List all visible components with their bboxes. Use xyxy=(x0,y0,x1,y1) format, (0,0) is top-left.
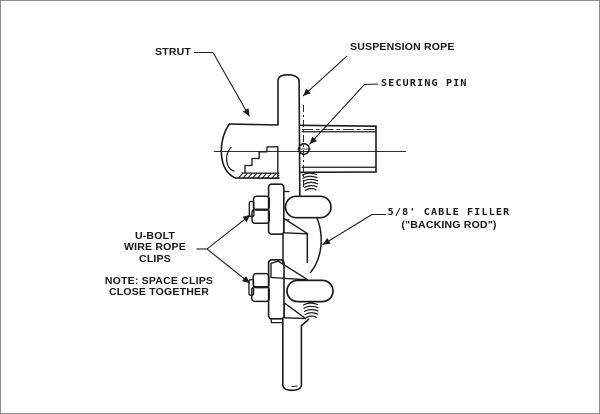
spacing-note-line2: CLOSE TOGETHER xyxy=(108,286,210,299)
rope-top-section xyxy=(277,73,300,126)
securing-pin-leader xyxy=(309,83,379,145)
lower-clip-saddle-plate xyxy=(267,258,285,320)
suspension-rope xyxy=(270,73,310,392)
lower-serving-wrap xyxy=(302,302,319,319)
cable-filler-line1: 5/8' CABLE FILLER xyxy=(387,206,511,218)
upper-clip-nut-2 xyxy=(251,208,271,225)
securing-pin xyxy=(297,143,311,155)
strut-leader xyxy=(194,51,250,117)
tube-end-inner-arc xyxy=(225,146,235,172)
upper-clip-nut-1 xyxy=(252,195,271,211)
lower-rope-clip xyxy=(248,258,334,320)
rope-bottom-section xyxy=(282,318,310,392)
suspension-rope-label: SUSPENSION ROPE xyxy=(350,40,455,53)
cable-filler-leader xyxy=(322,213,386,246)
lower-clip-nut-2 xyxy=(251,286,270,303)
ubolt-clips-label-line1: U-BOLT xyxy=(134,229,176,242)
leader-lines xyxy=(194,51,386,284)
ubolt-leader-upper xyxy=(206,214,251,250)
filler-rod-edge xyxy=(309,217,322,274)
upper-serving-wrap xyxy=(301,172,319,191)
ubolt-clips-label: U-BOLT WIRE ROPE CLIPS xyxy=(94,229,216,266)
ubolt-clips-label-line3: CLIPS xyxy=(139,252,171,265)
upper-rope-clip xyxy=(248,183,332,235)
tube-end-outer-arc xyxy=(220,123,237,179)
strut-label: STRUT xyxy=(155,45,191,58)
centerlines xyxy=(214,105,406,187)
securing-pin-label: SECURING PIN xyxy=(381,77,468,89)
lower-clip-wedge-bottom xyxy=(283,302,307,320)
cutaway-break-line xyxy=(244,146,279,174)
upper-clip-ubolt-loop xyxy=(284,195,332,219)
ubolt-leader-lower xyxy=(206,248,251,284)
lower-clip-nut-1 xyxy=(252,272,270,289)
suspension-rope-leader xyxy=(302,55,348,97)
strut-tube xyxy=(220,123,377,179)
upper-clip-saddle-plate xyxy=(267,183,285,235)
lower-clip-ubolt-loop xyxy=(286,279,334,303)
upper-clip-wedge xyxy=(283,217,309,235)
ubolt-clips-label-line2: WIRE ROPE xyxy=(124,241,186,254)
cable-filler-label: 5/8' CABLE FILLER ("BACKING ROD") xyxy=(386,207,512,233)
cable-filler-line2: ("BACKING ROD") xyxy=(401,219,497,232)
lower-clip-wedge-top xyxy=(270,260,309,281)
cable-filler-rod xyxy=(301,172,322,319)
spacing-note-line1: NOTE: SPACE CLIPS xyxy=(104,274,214,287)
spacing-note-label: NOTE: SPACE CLIPS CLOSE TOGETHER xyxy=(77,274,241,299)
